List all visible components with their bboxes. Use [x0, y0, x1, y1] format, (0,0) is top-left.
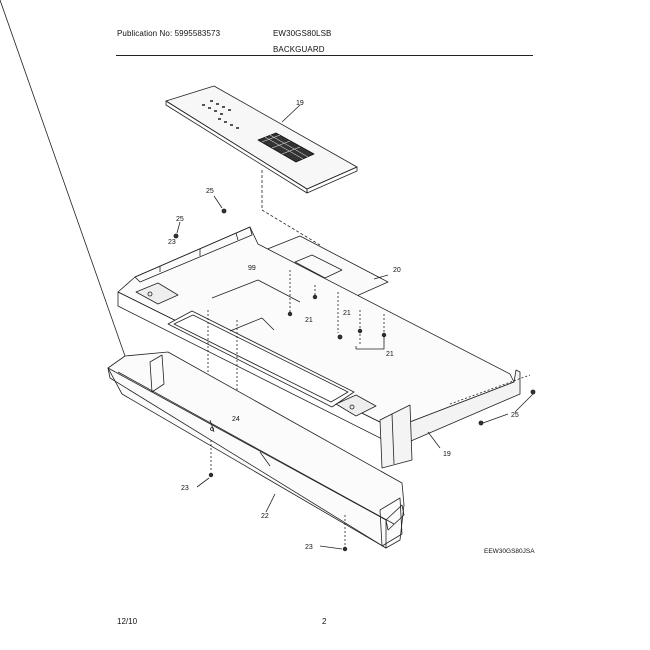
callout-screws-24: 24: [232, 416, 240, 423]
screw-25-top: [213, 195, 227, 214]
callout-screw-a: 21: [305, 317, 313, 324]
callout-screw-trim: 23: [305, 544, 313, 551]
callout-overlay: 19: [296, 100, 304, 107]
backguard-frame: [117, 226, 521, 469]
control-panel-overlay: [165, 85, 358, 194]
callout-lower-trim: 22: [261, 513, 269, 520]
callout-screw-top: 25: [206, 188, 214, 195]
screw-23-left: [173, 221, 181, 239]
callout-frame: 19: [443, 451, 451, 458]
footer-date: 12/10: [117, 617, 138, 626]
callout-screw-c: 21: [386, 351, 394, 358]
callout-screw-bottom: 23: [181, 485, 189, 492]
callout-screw-b: 21: [343, 310, 351, 317]
page-number: 2: [322, 617, 327, 626]
header-rule: [116, 55, 533, 56]
callout-screw-left: 25: [176, 216, 184, 223]
callout-relay: 99: [248, 265, 256, 272]
figure-code: EEW30GS80JSA: [484, 548, 535, 555]
callout-panel-left: 23: [168, 239, 176, 246]
callout-board: 20: [393, 267, 401, 274]
callout-screw-right: 25: [511, 412, 519, 419]
lower-trim: [0, 0, 405, 549]
section-title: BACKGUARD: [273, 45, 325, 54]
publication-number: Publication No: 5995583573: [117, 29, 221, 38]
model-number: EW30GS80LSB: [273, 29, 332, 38]
